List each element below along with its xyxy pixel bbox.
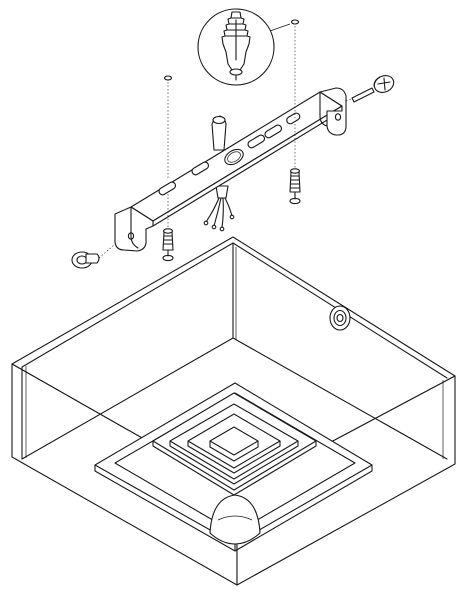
housing-inner-floor xyxy=(21,337,448,460)
knurled-fixing-nut xyxy=(71,244,115,269)
wall-anchor xyxy=(162,228,174,262)
assembly-guides xyxy=(167,26,296,228)
bracket-left-tab xyxy=(114,206,154,252)
mounting-screw-heads xyxy=(163,19,300,81)
stepped-diffuser xyxy=(94,382,373,552)
housing-screw-hole xyxy=(329,305,351,331)
supply-wires xyxy=(203,115,235,232)
bracket-right-tab xyxy=(319,87,347,136)
wall-anchor xyxy=(289,168,301,205)
bracket-cable-hole xyxy=(224,148,244,166)
side-screw xyxy=(345,75,395,103)
bracket-slots xyxy=(158,112,301,196)
diffuser-dome xyxy=(209,494,261,545)
anchor-detail-callout xyxy=(197,8,291,86)
diffuser-centre xyxy=(209,426,259,456)
mounting-bracket xyxy=(114,87,347,252)
